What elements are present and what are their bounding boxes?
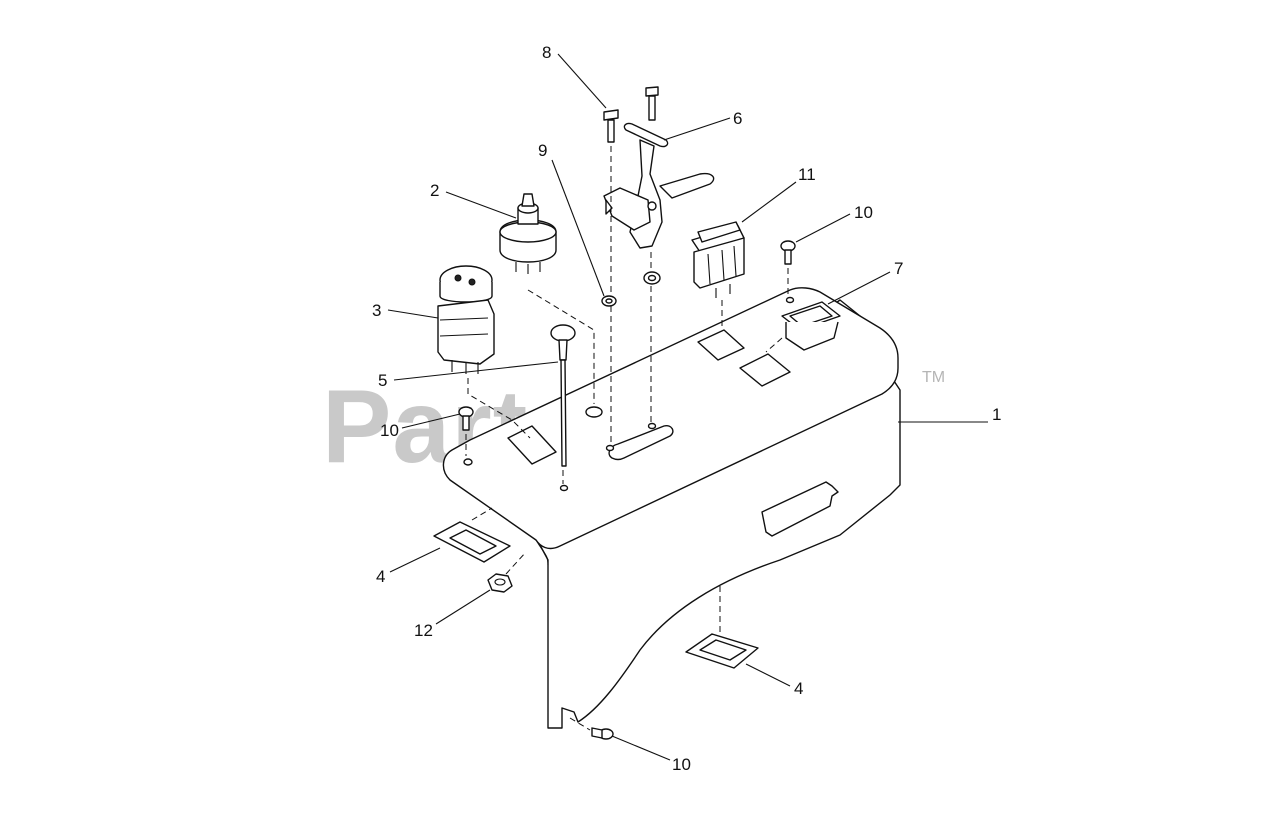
callout-6: 6: [733, 109, 742, 128]
bolt-8: [603, 109, 619, 143]
callout-8: 8: [542, 43, 551, 62]
socket-7: [781, 301, 841, 351]
screw-10-upper: [780, 240, 796, 265]
bezel-4-right: [685, 633, 759, 669]
callout-2: 2: [430, 181, 439, 200]
ignition-switch: [499, 193, 557, 274]
control-panel-bracket: [442, 287, 901, 729]
leader-lines: [387, 53, 988, 761]
callout-4-left: 4: [376, 567, 385, 586]
callout-7: 7: [894, 259, 903, 278]
callout-1: 1: [992, 405, 1001, 424]
callout-11: 11: [798, 165, 816, 184]
callout-12: 12: [414, 621, 433, 640]
trademark-symbol: TM: [922, 369, 945, 386]
callout-3: 3: [372, 301, 381, 320]
rocker-switch: [691, 221, 745, 298]
screw-10-bottom: [591, 727, 614, 740]
washer-lever: [643, 271, 661, 285]
callout-10-upper: 10: [854, 203, 873, 222]
nut-12: [487, 573, 513, 593]
callout-5: 5: [378, 371, 387, 390]
choke-knob: [550, 324, 576, 467]
bolt-6-top: [645, 86, 659, 121]
callout-10-bottom: 10: [672, 755, 691, 774]
callout-9: 9: [538, 141, 547, 160]
screw-10-left: [458, 406, 474, 431]
throttle-lever: [603, 122, 715, 249]
pto-switch: [437, 265, 495, 374]
callout-10-left: 10: [380, 421, 399, 440]
callout-labels: 8 6 9 2 11 10 7 3 5 1 10 4 12 4 10: [372, 43, 1001, 774]
callout-4-right: 4: [794, 679, 803, 698]
bezel-4-left: [433, 521, 511, 563]
washer-9: [601, 295, 617, 307]
